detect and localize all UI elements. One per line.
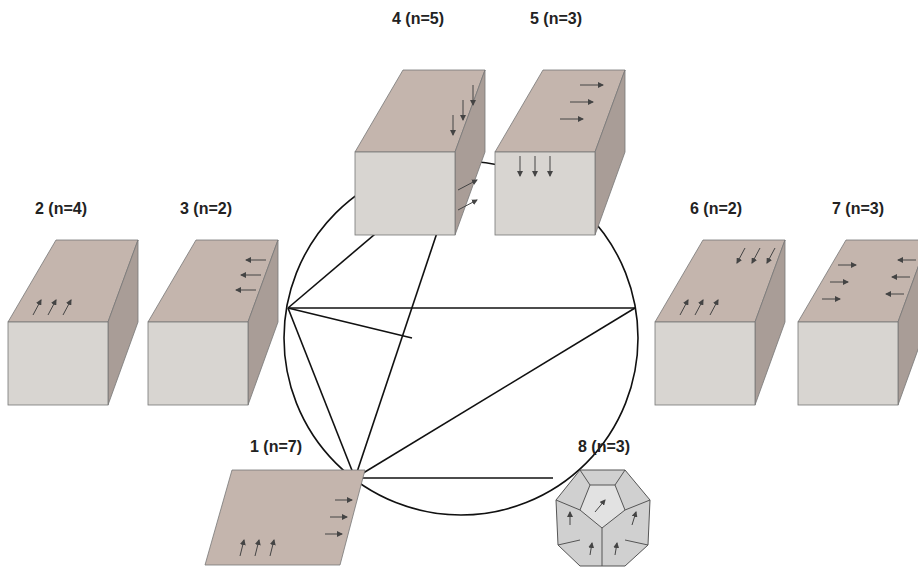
callout-label: 1 (n=7) bbox=[250, 438, 302, 456]
block-3 bbox=[148, 240, 278, 405]
block-2 bbox=[8, 240, 138, 405]
callout-label: 2 (n=4) bbox=[35, 200, 87, 218]
block-7 bbox=[798, 240, 918, 405]
block-5 bbox=[495, 70, 625, 235]
callout-label: 4 (n=5) bbox=[392, 10, 444, 28]
callout-label: 7 (n=3) bbox=[832, 200, 884, 218]
callout-label: 3 (n=2) bbox=[180, 200, 232, 218]
block-4 bbox=[355, 70, 485, 235]
callout-label: 8 (n=3) bbox=[578, 438, 630, 456]
block-6 bbox=[655, 240, 785, 405]
plate-1 bbox=[205, 470, 365, 565]
callout-label: 6 (n=2) bbox=[690, 200, 742, 218]
callout-label: 5 (n=3) bbox=[530, 10, 582, 28]
polyhedron-8 bbox=[556, 470, 650, 566]
